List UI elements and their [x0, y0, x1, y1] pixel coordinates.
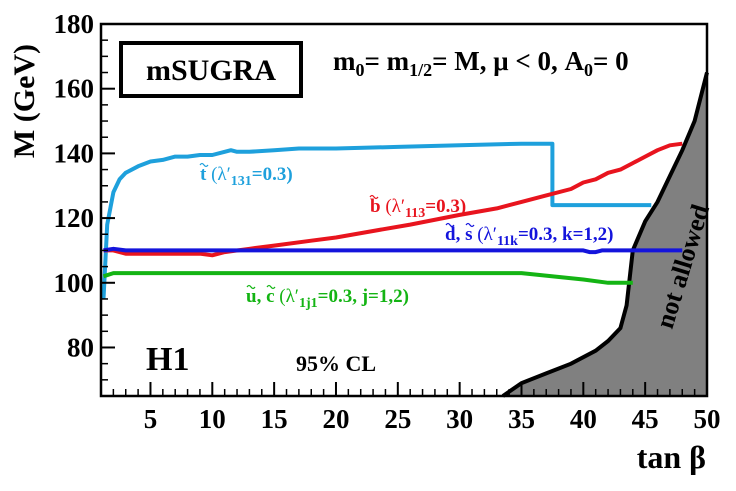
y-tick-label: 80	[67, 332, 94, 362]
x-tick-label: 35	[508, 404, 535, 434]
excluded-region	[502, 72, 707, 396]
confidence-label: 95% CL	[296, 351, 376, 376]
x-axis-label: tan β	[637, 439, 706, 475]
series-label-b: b (λ′113=0.3)	[370, 196, 466, 221]
x-tick-label: 50	[694, 404, 721, 434]
chart-subtitle: m0= m1/2= M, μ < 0, A0= 0	[333, 46, 629, 80]
series-line-sdown-sstrange	[103, 246, 683, 255]
subtitle-eq: = m	[365, 46, 410, 76]
series-label-uc-lam: (λ′	[275, 286, 299, 307]
series-label-t-sub: 131	[231, 174, 252, 189]
x-tick-label: 30	[446, 404, 473, 434]
chart-title: mSUGRA	[146, 54, 276, 87]
subtitle-sub12: 1/2	[409, 60, 432, 80]
x-tick-label: 20	[322, 404, 349, 434]
tilde-c	[266, 284, 276, 290]
title-box	[119, 41, 303, 98]
series-label-b-val: =0.3)	[425, 196, 466, 217]
series-label-uc-sep: ,	[257, 286, 267, 307]
series-label-ds-val: =0.3, k=1,2)	[518, 224, 614, 245]
series-label-b-sub: 113	[405, 206, 425, 221]
x-tick-label: 10	[199, 404, 226, 434]
tilde-t	[199, 162, 209, 168]
series-label-t: t (λ′131=0.3)	[200, 164, 293, 189]
y-tick-label: 140	[54, 138, 95, 168]
x-tick-label: 5	[144, 404, 158, 434]
series-label-ds-sep: ,	[456, 224, 466, 245]
tilde-b	[369, 194, 379, 200]
series-label-t-val: =0.3)	[252, 164, 293, 185]
subtitle-m: m	[333, 46, 356, 76]
excluded-region-layer	[501, 72, 709, 398]
series-label-ds-lam: (λ′	[472, 224, 496, 245]
subtitle-rest2: = 0	[593, 46, 629, 76]
series-label-t-sq: t	[200, 164, 207, 185]
x-tick-label: 25	[384, 404, 411, 434]
y-tick-label: 100	[54, 268, 95, 298]
x-tick-label: 40	[570, 404, 597, 434]
series-label-uc-sub: 1j1	[299, 296, 318, 311]
y-axis-label: M (GeV)	[8, 44, 41, 158]
subtitle-sub0: 0	[356, 60, 365, 80]
y-tick-label: 180	[54, 9, 95, 39]
experiment-label: H1	[146, 341, 189, 378]
series-label-uc-sq2: c	[266, 286, 274, 307]
series-label-ds-sq2: s	[465, 224, 472, 245]
tilde-d	[445, 222, 455, 228]
plot-frame	[99, 22, 709, 398]
subtitle-sub0b: 0	[584, 60, 593, 80]
tilde-s	[465, 222, 475, 228]
series-line-stop	[101, 141, 652, 300]
series-label-ds-sub: 11k	[497, 234, 518, 249]
series-label-b-sq: b	[370, 196, 381, 217]
y-tick-label: 120	[54, 203, 95, 233]
series-line-sbottom	[103, 141, 683, 258]
series-label-uc: u, c (λ′1j1=0.3, j=1,2)	[246, 286, 409, 311]
ticks-layer: 5 10 15 20 25 30 35 40 45 50 80 100 120 140 160 180	[54, 9, 721, 434]
subtitle-rest1: = M, μ < 0, A	[432, 46, 584, 76]
tilde-marks	[199, 162, 475, 290]
tilde-u	[246, 284, 256, 290]
x-tick-label: 15	[261, 404, 288, 434]
series-label-uc-val: =0.3, j=1,2)	[318, 286, 409, 307]
series-label-ds-sq: d	[445, 224, 456, 245]
series-label-b-lam: (λ′	[381, 196, 405, 217]
series-layer	[101, 141, 683, 300]
series-label-ds: d, s (λ′11k=0.3, k=1,2)	[445, 224, 614, 249]
y-tick-label: 160	[54, 74, 95, 104]
series-label-t-lam: (λ′	[206, 164, 230, 185]
excluded-boundary-line	[501, 72, 709, 398]
series-label-uc-sq: u	[246, 286, 257, 307]
x-tick-label: 45	[632, 404, 659, 434]
series-line-sup-scharm	[102, 271, 633, 285]
